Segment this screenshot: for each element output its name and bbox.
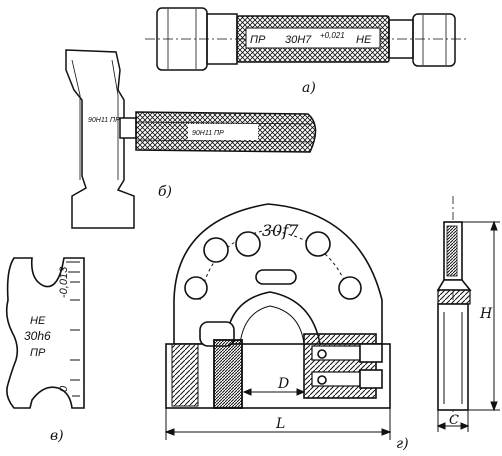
fixed-anvil xyxy=(213,339,243,409)
dimension-L-label: L xyxy=(275,416,285,432)
bar-gauge xyxy=(65,49,317,229)
label-a: а) xyxy=(302,80,316,96)
plug-gauge xyxy=(145,7,468,71)
plug-no-go-end xyxy=(412,13,456,67)
ring-size-mark: 30f7 xyxy=(262,221,299,240)
side-dimensions xyxy=(436,220,500,432)
dimension-H-label: H xyxy=(479,306,493,322)
snap-no-go-mark: НЕ xyxy=(30,315,46,327)
lightening-hole xyxy=(338,276,362,300)
snap-size-mark: 30h6 xyxy=(24,329,51,343)
label-v: в) xyxy=(50,428,64,444)
side-frame-lower xyxy=(437,303,469,411)
bar-gauge-body-mark: 90H11 ПР xyxy=(88,117,120,124)
plug-go-mark: ПР xyxy=(250,34,266,46)
bar-gauge-body xyxy=(65,49,135,229)
snap-gauge-plate xyxy=(5,257,85,409)
dimension-C-label: C xyxy=(449,413,459,428)
adjustable-gauge xyxy=(165,203,391,409)
lightening-hole xyxy=(203,237,229,263)
lightening-hole xyxy=(235,231,261,257)
snap-lower-deviation: 0 xyxy=(58,385,70,392)
label-b: б) xyxy=(158,184,172,200)
snap-gauge-shading xyxy=(66,261,80,397)
gauge-side-view xyxy=(436,196,472,420)
plug-no-go-mark: НЕ xyxy=(356,34,372,46)
bar-gauge-handle-mark: 90H11 ПР xyxy=(192,130,224,137)
snap-upper-deviation: -0,013 xyxy=(58,266,70,298)
plug-tolerance-mark: +0,021 xyxy=(320,31,345,40)
snap-go-mark: ПР xyxy=(30,347,46,359)
gauge-dimensions xyxy=(164,388,392,440)
lightening-hole xyxy=(184,276,208,300)
plug-size-mark: 30H7 xyxy=(285,34,312,46)
lightening-hole xyxy=(305,231,331,257)
dimension-D-label: D xyxy=(277,376,289,392)
label-g: г) xyxy=(396,436,409,452)
